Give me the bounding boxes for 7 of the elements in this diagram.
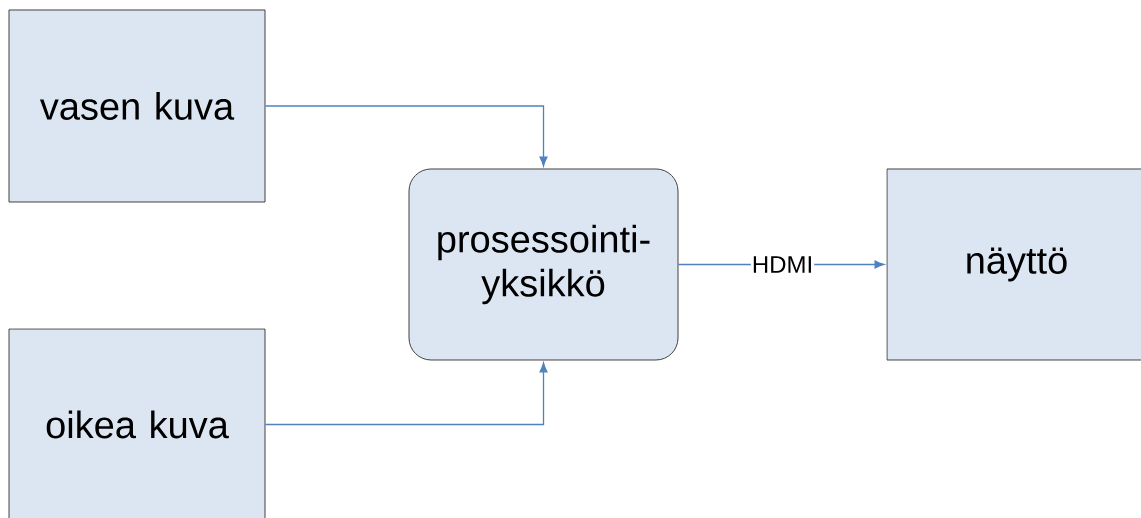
arrow (264, 362, 548, 426)
edge-label: HDMI (750, 255, 815, 274)
process-box: prosessointi- yksikkö (408, 168, 679, 361)
box: oikea kuva (8, 328, 266, 518)
box: näyttö (886, 168, 1141, 361)
arrow (264, 105, 548, 167)
box: vasen kuva (8, 9, 266, 203)
